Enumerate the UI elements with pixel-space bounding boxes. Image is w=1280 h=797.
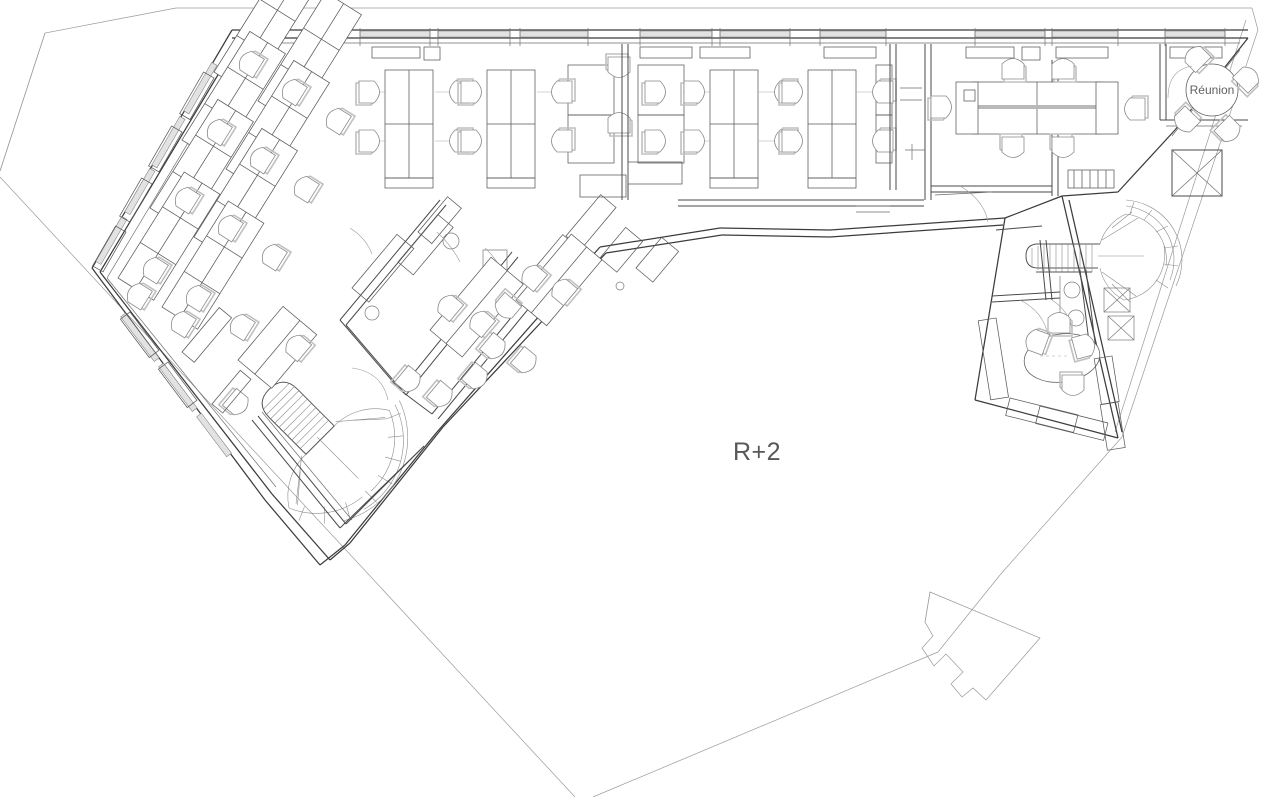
- reunion-chairs: [1174, 46, 1259, 142]
- elevator-shaft: [1171, 149, 1223, 197]
- conference-table-east: [955, 81, 1119, 135]
- meeting-room-reunion: Réunion: [1167, 46, 1259, 142]
- lounge-west: [181, 305, 318, 416]
- bench-desk-chairs: [355, 53, 897, 155]
- site-plot-irregular: [921, 591, 1041, 701]
- conference-chairs-east: [927, 58, 1149, 158]
- open-plan-west-chairs: [127, 50, 357, 342]
- center-offices: [339, 194, 680, 420]
- room-label-reunion: Réunion: [1190, 83, 1235, 97]
- service-core-east: [977, 225, 1135, 451]
- bench-desk: [486, 69, 536, 189]
- bench-desks-north-center: [360, 64, 893, 189]
- window-band-west: [92, 62, 232, 458]
- partitions-north: [579, 44, 1248, 213]
- bench-desk: [709, 69, 759, 189]
- window-band-north: [359, 28, 1226, 61]
- cabinets-east: [934, 169, 1115, 223]
- bench-desk: [384, 69, 434, 189]
- level-label: R+2: [733, 438, 781, 466]
- stair-east: [1025, 199, 1183, 303]
- stair-west: [251, 367, 425, 529]
- bench-desk: [807, 69, 857, 189]
